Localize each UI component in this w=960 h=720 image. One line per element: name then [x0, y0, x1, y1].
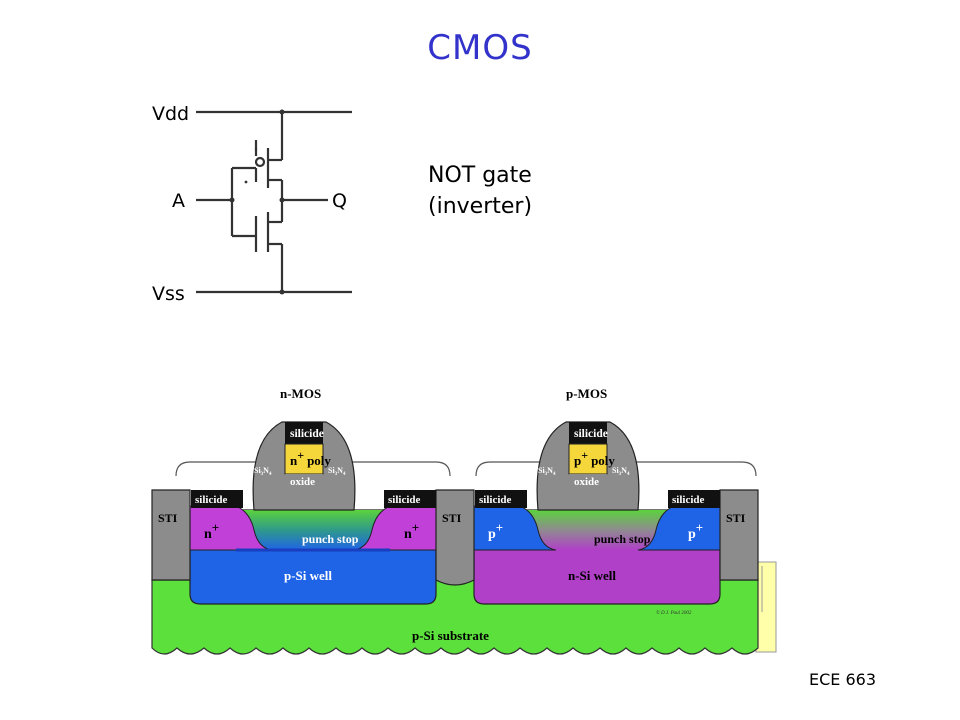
nmos-poly-plus: + — [297, 448, 304, 462]
sti-left — [151, 489, 191, 581]
pmos-left-silicide-label: silicide — [479, 494, 512, 506]
sti-left-label: STI — [158, 511, 178, 525]
pmos-drain-p-plus — [637, 505, 721, 551]
gate-label-line2: (inverter) — [428, 194, 533, 219]
input-junction — [229, 197, 235, 203]
pmos-poly-letter: p — [574, 453, 581, 468]
vdd-label: Vdd — [152, 103, 189, 125]
p-well-label: p-Si well — [284, 568, 332, 583]
nmos-oxide-label: oxide — [290, 476, 315, 488]
pmos-right-si3n4: Si3N4 — [612, 466, 630, 477]
vdd-junction — [279, 109, 285, 115]
pmos-poly-label: p+poly — [574, 448, 615, 468]
pmos-gate-poly — [568, 443, 608, 475]
pmos-gate-oxide — [569, 474, 607, 488]
pmos-bubble — [254, 156, 266, 168]
input-label: A — [172, 190, 185, 212]
pmos-source-label: p+ — [488, 520, 503, 542]
sti-right-label: STI — [726, 511, 746, 525]
nmos-right-silicide — [384, 490, 436, 508]
nmos-punch-stop-label: punch stop — [302, 532, 359, 546]
nmos-right-silicide-label: silicide — [388, 494, 421, 506]
output-junction — [279, 197, 285, 203]
nmos-drain-label: n+ — [404, 520, 419, 542]
pmos-right-silicide — [668, 490, 720, 508]
nmos-title: n-MOS — [280, 386, 321, 401]
pmos-gate-silicide — [569, 422, 607, 444]
pmos-source-p-plus — [473, 505, 557, 551]
nmos-poly-letter: n — [290, 453, 298, 468]
pmos-left-si3n4: Si3N4 — [538, 466, 556, 477]
pmos-poly-word: poly — [591, 453, 615, 468]
sti-right — [719, 489, 759, 581]
vss-label: Vss — [152, 283, 185, 305]
vss-junction — [279, 289, 285, 295]
nmos-gate-silicide-label: silicide — [290, 428, 324, 440]
sti-middle — [435, 489, 475, 586]
nmos-left-silicide — [191, 490, 243, 508]
pmos-right-silicide-label: silicide — [672, 494, 705, 506]
pmos-title: p-MOS — [566, 386, 607, 401]
substrate-label: p-Si substrate — [412, 628, 489, 643]
cmos-cross-section — [151, 421, 777, 655]
pmos-punch-stop-label: punch stop — [594, 532, 651, 546]
nmos-poly-label: n+poly — [290, 448, 331, 468]
inverter-schematic — [196, 110, 352, 294]
nmos-gate-silicide — [285, 422, 323, 444]
schematic-dot — [244, 180, 248, 184]
footer-course: ECE 663 — [808, 670, 876, 689]
sti-middle-label: STI — [442, 511, 462, 525]
copyright-label: © D.J. Paul 2002 — [656, 610, 692, 616]
pmos-left-silicide — [475, 490, 527, 508]
nmos-left-si3n4: Si3N4 — [254, 466, 272, 477]
nmos-left-silicide-label: silicide — [195, 494, 228, 506]
pmos-oxide-label: oxide — [574, 476, 599, 488]
si3n4-labels: Si3N4 Si3N4 Si3N4 Si3N4 — [254, 466, 630, 477]
background-strip — [755, 561, 777, 653]
pmos-drain-label: p+ — [688, 520, 703, 542]
pmos-gate-silicide-label: silicide — [574, 428, 608, 440]
nmos-source-label: n+ — [204, 520, 219, 542]
pmos-poly-plus: + — [581, 448, 588, 462]
n-well-label: n-Si well — [568, 568, 616, 583]
nmos-poly-word: poly — [307, 453, 331, 468]
output-label: Q — [332, 190, 347, 212]
nmos-gate-oxide — [285, 474, 323, 488]
nmos-gate-poly — [284, 443, 324, 475]
gate-label-line1: NOT gate — [428, 163, 532, 188]
nmos-right-si3n4: Si3N4 — [328, 466, 346, 477]
gate-label: NOT gate (inverter) — [428, 160, 532, 222]
slide-title: CMOS — [427, 28, 533, 68]
